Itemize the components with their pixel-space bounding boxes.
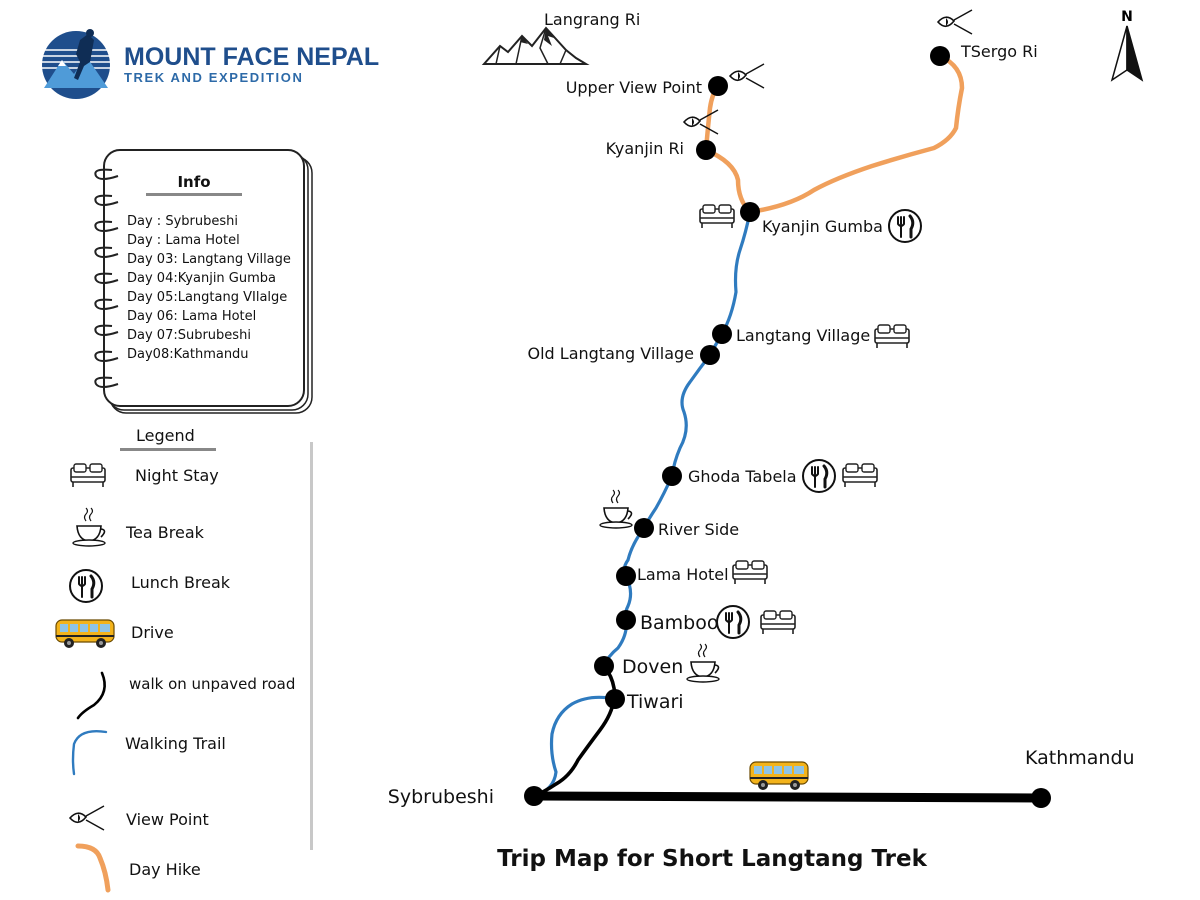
tea-cup-icon — [686, 643, 720, 683]
label-kyanjin-gumba: Kyanjin Gumba — [762, 217, 883, 236]
label-langtang-village: Langtang Village — [736, 326, 870, 345]
eye-icon — [69, 805, 105, 831]
mountain-climber-logo-icon — [42, 29, 110, 99]
label-river-side: River Side — [658, 520, 739, 539]
marker-lama-hotel[interactable] — [616, 566, 636, 586]
brand-name: MOUNT FACE NEPAL — [124, 43, 379, 71]
marker-tsergo-ri[interactable] — [930, 46, 950, 66]
info-heading: Info — [177, 173, 210, 191]
bed-icon — [760, 610, 796, 635]
view-point-eye-icon — [729, 63, 765, 89]
tea-cup-icon — [72, 507, 106, 547]
brand-logo: MOUNT FACE NEPAL TREK AND EXPEDITION — [42, 29, 379, 99]
blue-path-icon — [71, 730, 108, 776]
unpaved-road — [532, 664, 617, 798]
walking-trail-sybrubeshi-tiwari — [532, 695, 617, 798]
orange-path-icon — [75, 843, 111, 893]
info-item: Day 07:Subrubeshi — [127, 328, 251, 343]
view-point-eye-icon — [683, 109, 719, 135]
label-lama-hotel: Lama Hotel — [637, 565, 729, 584]
bed-icon — [732, 560, 768, 585]
brand-tagline: TREK AND EXPEDITION — [124, 70, 303, 85]
label-kathmandu: Kathmandu — [1025, 747, 1135, 769]
marker-sybrubeshi[interactable] — [524, 786, 544, 806]
walking-trail — [602, 210, 752, 668]
info-item: Day : Lama Hotel — [127, 233, 240, 248]
view-point-eye-icon — [937, 9, 973, 35]
info-notebook: Info Day : Sybrubeshi Day : Lama Hotel D… — [94, 149, 313, 414]
info-item: Day 04:Kyanjin Gumba — [127, 271, 276, 286]
compass-north-label: N — [1121, 9, 1133, 25]
tea-cup-icon — [599, 489, 633, 529]
legend-label-unpaved-road: walk on unpaved road — [129, 675, 295, 693]
marker-kyanjin-gumba[interactable] — [740, 202, 760, 222]
bus-icon — [749, 761, 809, 791]
legend-label-view-point: View Point — [126, 810, 209, 829]
bed-icon — [699, 204, 735, 229]
marker-kyanjin-ri[interactable] — [696, 140, 716, 160]
legend-label-tea-break: Tea Break — [125, 523, 205, 542]
label-langrang-ri: Langrang Ri — [544, 10, 640, 29]
fork-knife-icon — [715, 604, 751, 640]
legend-label-drive: Drive — [131, 623, 174, 642]
legend-label-lunch-break: Lunch Break — [131, 573, 231, 592]
legend-divider — [310, 442, 313, 850]
map-title: Trip Map for Short Langtang Trek — [497, 846, 927, 872]
fork-knife-icon — [887, 208, 923, 244]
info-item: Day : Sybrubeshi — [127, 214, 238, 229]
compass-arrow-icon — [1110, 25, 1128, 82]
bed-icon — [70, 463, 106, 488]
info-item: Day 05:Langtang VIlalge — [127, 290, 287, 305]
legend: Legend Night Stay Tea Break Lunch Break … — [55, 426, 313, 893]
legend-heading-underline — [120, 448, 216, 451]
north-arrow: N — [1110, 9, 1144, 82]
label-upper-view-point: Upper View Point — [566, 78, 702, 97]
info-heading-underline — [146, 193, 242, 196]
marker-old-langtang-village[interactable] — [700, 345, 720, 365]
marker-river-side[interactable] — [634, 518, 654, 538]
black-path-icon — [76, 671, 106, 720]
info-item: Day 06: Lama Hotel — [127, 309, 256, 324]
marker-bamboo[interactable] — [616, 610, 636, 630]
fork-knife-icon — [68, 568, 104, 604]
notebook-spiral — [94, 168, 119, 388]
info-item: Day 03: Langtang Village — [127, 252, 291, 267]
mountain-icon — [481, 26, 590, 65]
marker-tiwari[interactable] — [605, 689, 625, 709]
fork-knife-icon — [801, 458, 837, 494]
legend-label-day-hike: Day Hike — [129, 860, 201, 879]
bed-icon — [842, 463, 878, 488]
legend-heading: Legend — [136, 426, 195, 445]
label-old-langtang-village: Old Langtang Village — [528, 344, 695, 363]
marker-upper-view-point[interactable] — [708, 76, 728, 96]
label-doven: Doven — [622, 656, 683, 678]
marker-ghoda-tabela[interactable] — [662, 466, 682, 486]
bed-icon — [874, 324, 910, 349]
label-ghoda-tabela: Ghoda Tabela — [688, 467, 797, 486]
marker-kathmandu[interactable] — [1031, 788, 1051, 808]
label-sybrubeshi: Sybrubeshi — [388, 786, 494, 808]
marker-doven[interactable] — [594, 656, 614, 676]
info-item: Day08:Kathmandu — [127, 347, 249, 362]
drive-road — [529, 791, 1046, 803]
label-tsergo-ri: TSergo Ri — [960, 42, 1038, 61]
bus-icon — [55, 619, 115, 649]
label-bamboo: Bamboo — [640, 612, 719, 634]
day-hike-trail-kyanjin-ri — [703, 147, 753, 215]
marker-langtang-village[interactable] — [712, 324, 732, 344]
legend-label-walking-trail: Walking Trail — [125, 734, 226, 753]
day-hike-trail-tsergo — [747, 53, 965, 215]
label-tiwari: Tiwari — [626, 691, 684, 713]
label-kyanjin-ri: Kyanjin Ri — [606, 139, 684, 158]
legend-label-night-stay: Night Stay — [135, 466, 219, 485]
